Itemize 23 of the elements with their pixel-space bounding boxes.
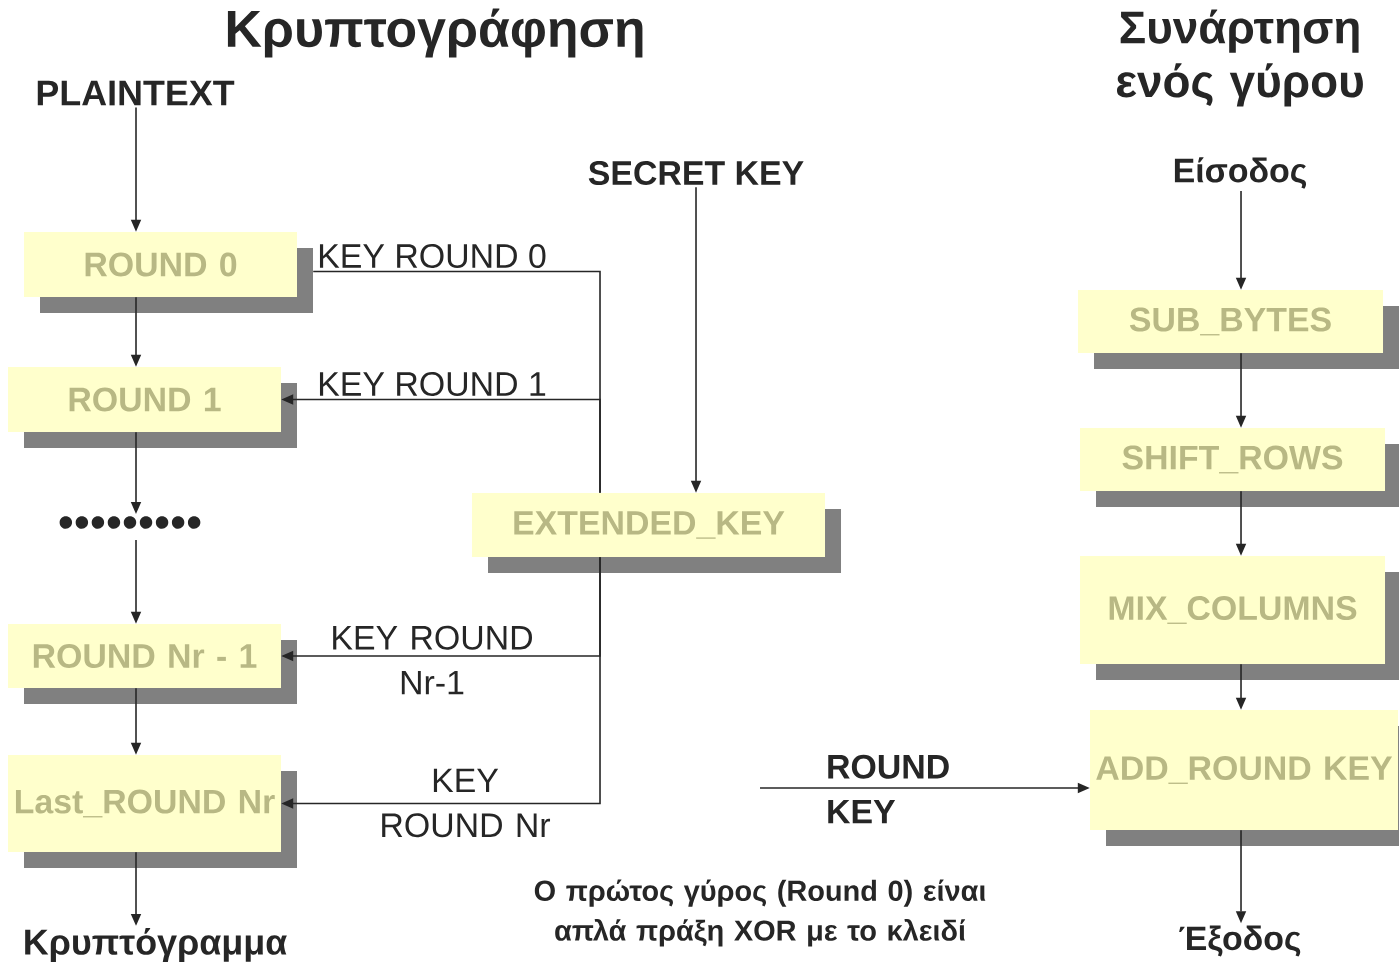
edge-label: ROUND KEY bbox=[828, 754, 949, 824]
edge-label: KEY ROUND Nr bbox=[382, 768, 551, 838]
edge-label: KEY ROUND 0 bbox=[319, 244, 546, 268]
title: Κρυπτογράφηση bbox=[227, 8, 643, 58]
heading: Συνάρτηση ενός γύρου bbox=[1116, 9, 1363, 107]
process-box: SUB_BYTES bbox=[1078, 290, 1399, 369]
dot-row: ••••••••• bbox=[59, 516, 201, 529]
text-label: Είσοδος bbox=[1174, 157, 1307, 189]
process-box: Last_ROUND Nr bbox=[8, 755, 297, 868]
text-label: Έξοδος bbox=[1179, 925, 1301, 957]
process-box: EXTENDED_KEY bbox=[472, 493, 841, 573]
process-box: ROUND 1 bbox=[8, 367, 297, 448]
process-box: SHIFT_ROWS bbox=[1080, 428, 1399, 507]
process-box: MIX_COLUMNS bbox=[1080, 556, 1399, 680]
text-label: PLAINTEXT bbox=[37, 80, 235, 106]
caption: Ο πρώτος γύρος (Round 0) είναι απλά πράξη XOR με το κλειδί bbox=[534, 879, 986, 947]
process-box: ROUND 0 bbox=[24, 232, 313, 313]
process-box: ADD_ROUND KEY bbox=[1090, 710, 1399, 846]
text-label: Κρυπτόγραμμα bbox=[25, 928, 287, 962]
edge-label: KEY ROUND Nr-1 bbox=[333, 625, 532, 695]
text-label: SECRET KEY bbox=[588, 161, 804, 185]
process-box: ROUND Nr - 1 bbox=[8, 624, 297, 704]
edge-label: KEY ROUND 1 bbox=[319, 372, 546, 396]
